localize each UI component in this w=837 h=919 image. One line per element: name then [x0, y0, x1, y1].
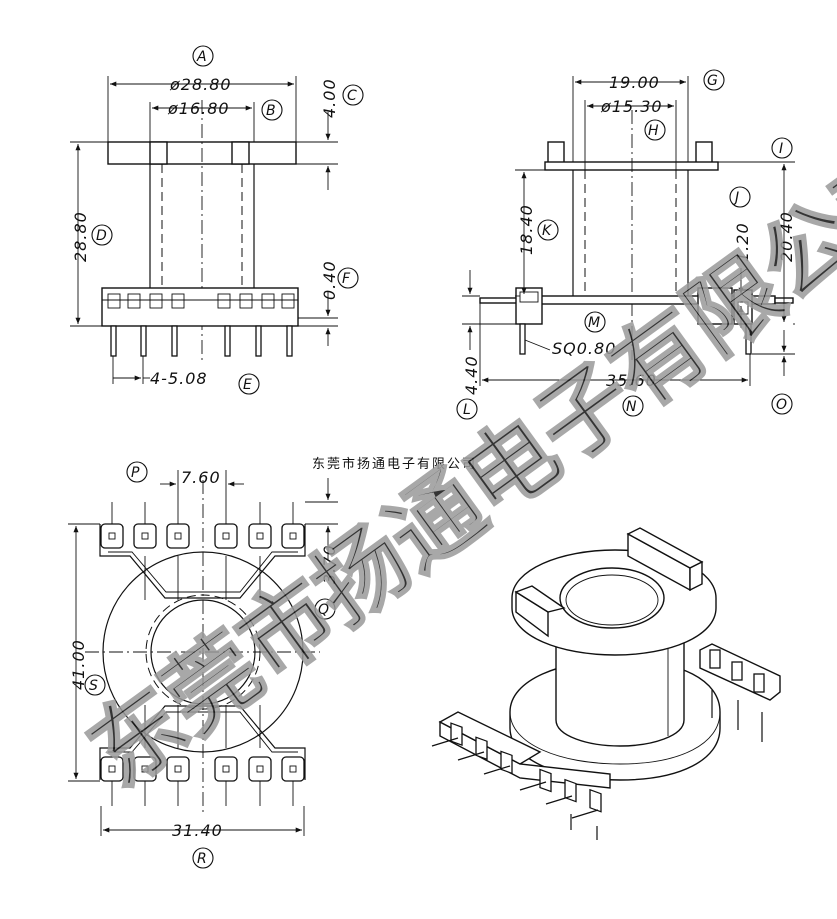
dim-b: ø16.80 [167, 99, 230, 118]
bottom-view-bottom-pins [100, 756, 305, 806]
callout-s: S [89, 678, 98, 694]
callout-r: R [197, 851, 207, 867]
dim-k: 20.40 [777, 211, 796, 262]
dim-e: 0.40 [320, 260, 339, 300]
callout-g: G [707, 73, 718, 89]
callout-q: Q [318, 602, 329, 618]
dim-l: SQ0.80 [552, 339, 616, 358]
callout-p: P [131, 465, 140, 481]
dim-o: 7.60 [181, 468, 221, 487]
callout-b: B [266, 103, 276, 119]
dim-p: 3.70 [320, 544, 339, 584]
callout-d: D [96, 228, 107, 244]
dim-h: ø15.30 [600, 97, 663, 116]
flange-circle [102, 551, 304, 753]
front-view: ø28.80 ø16.80 4.00 28.80 0.40 4-5.08 A B [70, 45, 364, 395]
flange-tab-left [149, 141, 168, 165]
callout-f: F [342, 271, 351, 287]
callout-a: A [196, 49, 207, 65]
side-view: 19.00 ø15.30 18.40 1.20 20.40 SQ0.80 35.… [456, 69, 796, 420]
callout-i: I [779, 141, 783, 157]
dim-j: 1.20 [733, 222, 752, 262]
dim-m: 35.60 [606, 371, 657, 390]
dim-c: 4.00 [320, 78, 339, 118]
callout-c: C [347, 88, 357, 104]
dim-n: 4.40 [462, 355, 481, 395]
flange-tab-right [231, 141, 250, 165]
dim-a: ø28.80 [169, 75, 232, 94]
callout-k: K [542, 223, 553, 239]
iso-right-pins [709, 649, 765, 742]
callout-n: N [626, 399, 637, 415]
callout-h: H [648, 123, 659, 139]
dim-f: 4-5.08 [150, 369, 208, 388]
callout-o: O [776, 397, 787, 413]
callout-l: L [463, 402, 471, 418]
dim-i: 18.40 [517, 204, 536, 255]
side-top-flange [544, 161, 719, 171]
dim-q: 41.00 [69, 639, 88, 690]
dim-r: 31.40 [172, 821, 223, 840]
front-pins [110, 325, 293, 357]
iso-left-pins [431, 722, 602, 840]
callout-j: J [732, 190, 739, 206]
watermark-small: 东莞市扬通电子有限公司 [312, 456, 477, 472]
dim-g: 19.00 [609, 73, 660, 92]
bottom-view: 7.60 3.70 41.00 31.40 P Q R S [68, 461, 339, 869]
isometric-view [431, 527, 781, 840]
callout-m: M [588, 315, 600, 331]
callout-e: E [243, 377, 252, 393]
dim-d: 28.80 [71, 211, 90, 262]
bottom-view-top-pins [100, 502, 305, 549]
